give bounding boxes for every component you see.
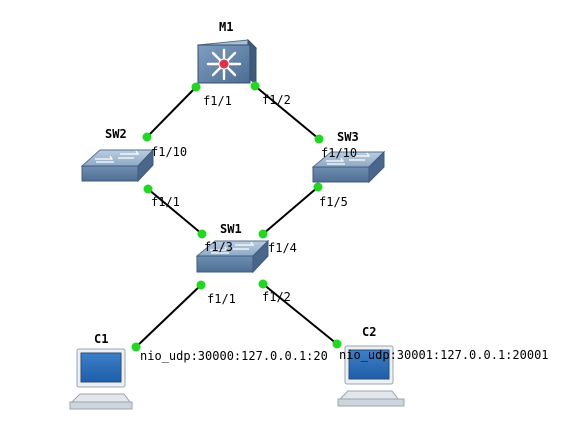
port-label: f1/1 — [203, 94, 232, 108]
link-sw1-c2[interactable] — [262, 283, 338, 345]
port-dot[interactable] — [131, 342, 141, 352]
link-sw2-sw1[interactable] — [147, 188, 203, 235]
port-label: f1/2 — [262, 290, 291, 304]
port-dot[interactable] — [143, 184, 153, 194]
links — [135, 85, 338, 348]
ethernet-switch-icon — [195, 239, 270, 274]
device-label: C2 — [362, 325, 376, 339]
port-dot[interactable] — [314, 134, 324, 144]
device-c1[interactable]: C1 — [69, 332, 133, 410]
port-dot[interactable] — [258, 229, 268, 239]
port-labels: f1/1 f1/2 f1/10 f1/10 f1/1 f1/5 f1/3 f1/… — [140, 93, 549, 363]
port-dot[interactable] — [258, 279, 268, 289]
port-label: f1/3 — [204, 240, 233, 254]
port-label: nio_udp:30001:127.0.0.1:20001 — [339, 348, 549, 362]
port-dot[interactable] — [191, 82, 201, 92]
port-label: f1/2 — [262, 93, 291, 107]
ethernet-switch-icon — [80, 148, 155, 183]
device-label: C1 — [94, 332, 108, 346]
computer-icon — [69, 348, 133, 410]
device-sw2[interactable]: SW2 — [80, 127, 155, 183]
computer-icon — [337, 345, 405, 407]
link-sw1-c1[interactable] — [135, 284, 202, 348]
device-sw3[interactable]: SW3 — [311, 130, 386, 184]
port-label: f1/10 — [151, 145, 187, 159]
link-endpoints — [131, 81, 342, 352]
link-m1-sw3[interactable] — [254, 85, 320, 140]
port-dot[interactable] — [250, 81, 260, 91]
port-dot[interactable] — [332, 339, 342, 349]
port-label: f1/1 — [207, 292, 236, 306]
port-dot[interactable] — [196, 280, 206, 290]
multilayer-switch-icon — [196, 38, 258, 85]
port-label: f1/10 — [321, 146, 357, 160]
port-label: f1/4 — [268, 241, 297, 255]
device-c2[interactable]: C2 — [337, 325, 405, 407]
port-dot[interactable] — [313, 182, 323, 192]
port-label: f1/1 — [151, 195, 180, 209]
port-dot[interactable] — [197, 229, 207, 239]
port-label: f1/5 — [319, 195, 348, 209]
port-label: nio_udp:30000:127.0.0.1:20 — [140, 349, 328, 363]
device-label: SW2 — [105, 127, 127, 141]
link-m1-sw2[interactable] — [146, 86, 197, 138]
device-label: M1 — [219, 20, 233, 34]
device-label: SW1 — [220, 222, 242, 236]
device-label: SW3 — [337, 130, 359, 144]
ethernet-switch-icon — [311, 150, 386, 184]
device-m1[interactable]: M1 — [196, 20, 258, 85]
port-dot[interactable] — [142, 132, 152, 142]
link-sw3-sw1[interactable] — [262, 186, 319, 235]
device-sw1[interactable]: SW1 — [195, 222, 270, 274]
